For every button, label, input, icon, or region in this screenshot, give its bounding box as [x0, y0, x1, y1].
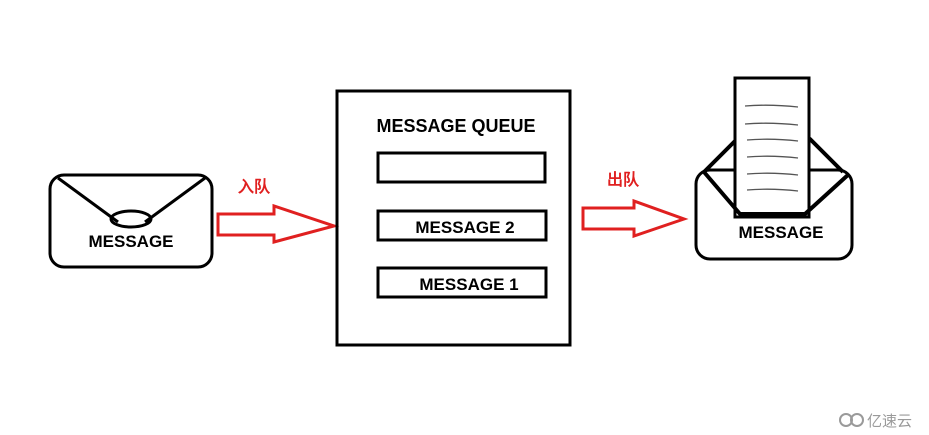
right-envelope: MESSAGE: [694, 76, 854, 261]
right-envelope-label: MESSAGE: [738, 223, 823, 242]
dequeue-arrow: 出队: [581, 170, 689, 239]
queue-slot-message-1: [376, 266, 548, 299]
dequeue-arrow-shape: [581, 198, 689, 239]
queue-box: [335, 89, 572, 347]
dequeue-label: 出队: [607, 170, 640, 189]
enqueue-arrow: 入队: [216, 177, 340, 244]
queue-slot-message-2-label: MESSAGE 2: [415, 218, 514, 237]
left-envelope-flap: [57, 176, 206, 224]
queue-slot-empty: [376, 151, 547, 184]
left-envelope-label: MESSAGE: [88, 232, 173, 251]
queue-slot-message-2: [376, 209, 548, 242]
letter-text-lines: [744, 104, 799, 192]
enqueue-label: 入队: [238, 177, 271, 196]
left-envelope-body: [48, 173, 214, 269]
watermark: 亿速云: [839, 412, 912, 430]
left-envelope-seal: [109, 209, 153, 229]
cloud-logo-icon: [839, 413, 864, 427]
watermark-text: 亿速云: [867, 412, 912, 430]
letter-paper: [733, 76, 811, 219]
left-envelope: MESSAGE: [48, 173, 214, 269]
enqueue-arrow-shape: [216, 203, 340, 244]
queue-slot-message-1-label: MESSAGE 1: [419, 275, 518, 294]
right-envelope-front-flap: [702, 170, 851, 216]
message-queue: MESSAGE QUEUE MESSAGE 2 MESSAGE 1: [335, 89, 572, 347]
queue-title: MESSAGE QUEUE: [376, 116, 535, 136]
